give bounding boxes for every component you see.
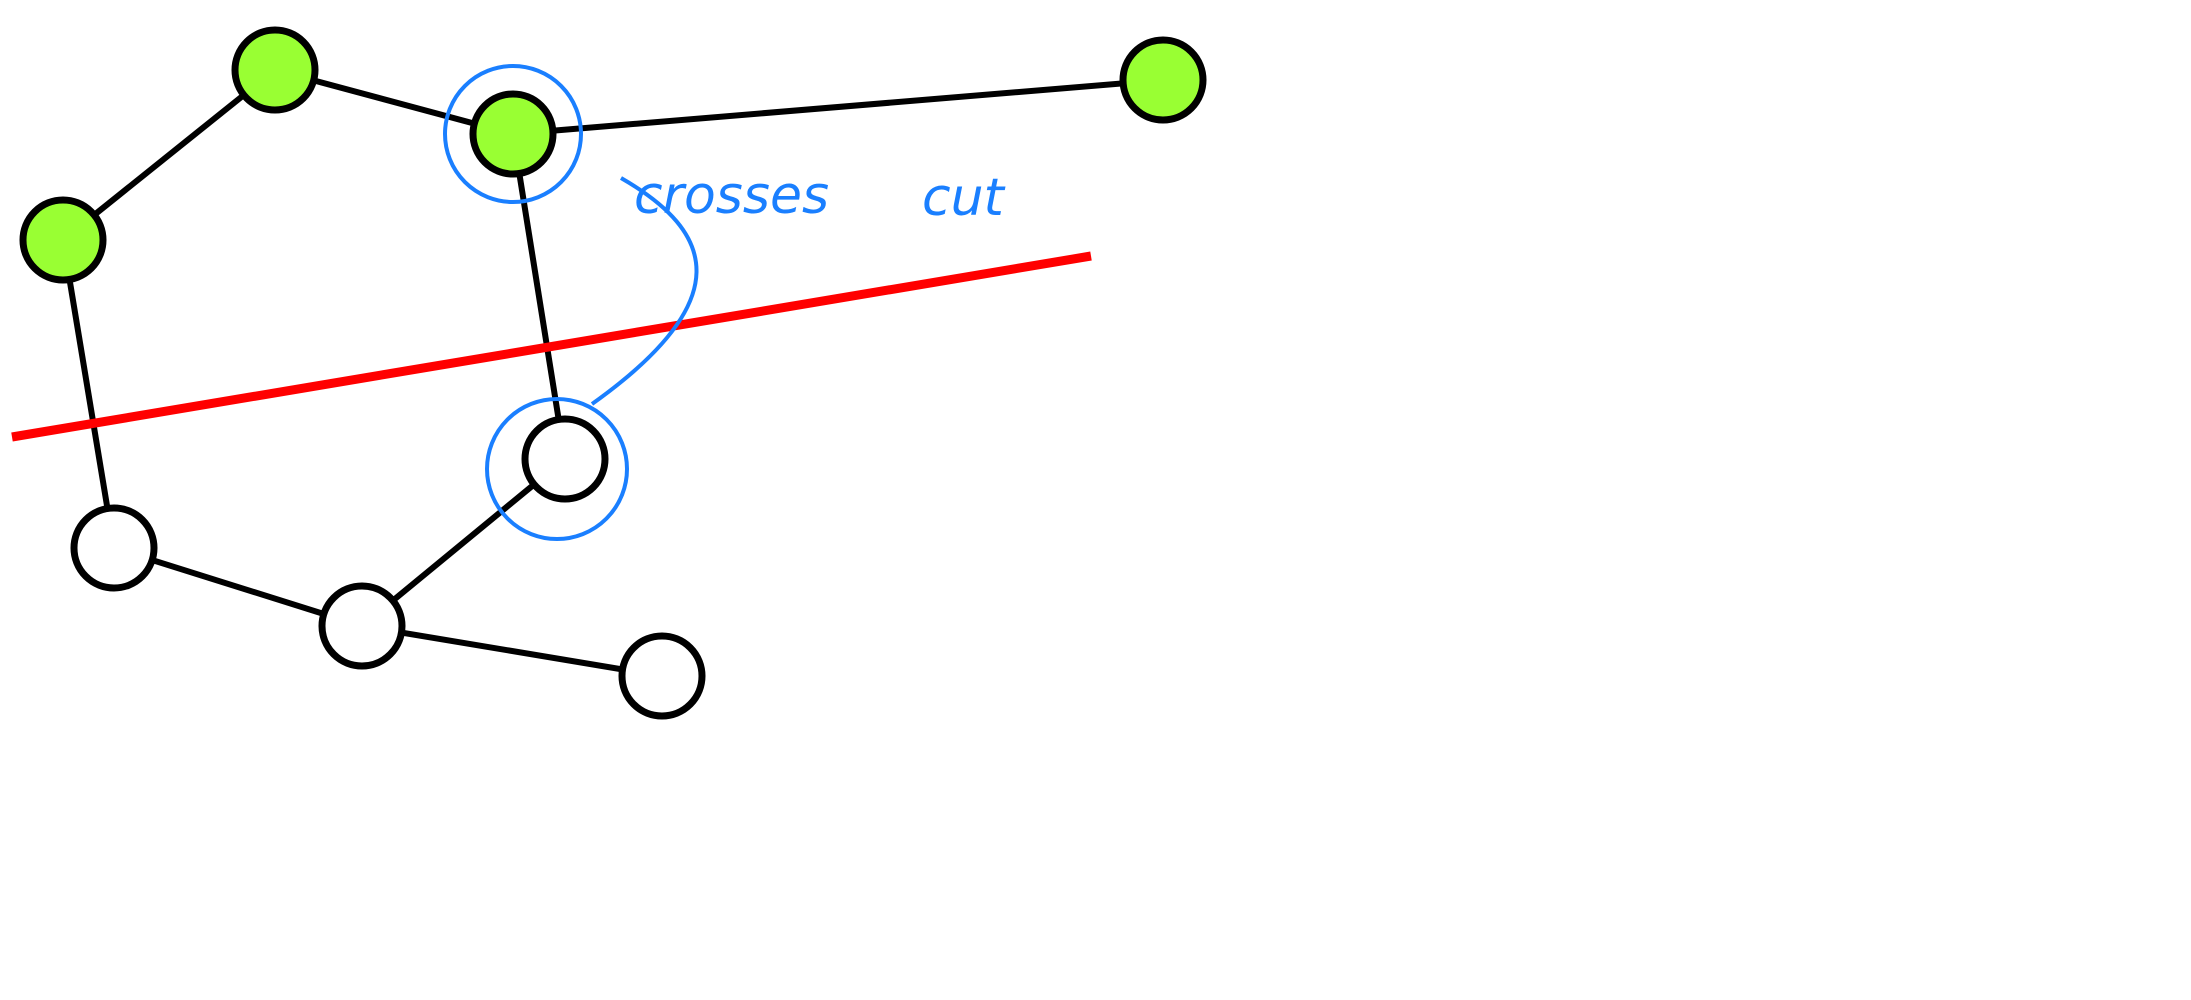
node-b [231, 26, 319, 114]
edge-g-h [361, 623, 663, 679]
node-d [1119, 36, 1207, 124]
highlight-circle-top [443, 64, 583, 204]
node-g [318, 582, 406, 670]
node-e [521, 415, 609, 503]
node-a [19, 196, 107, 284]
highlight-circle-bottom [485, 397, 629, 541]
node-f [70, 504, 158, 592]
crosses-label: crosses [634, 166, 829, 226]
crossing-connector-curve [590, 176, 699, 406]
edge-c-d [512, 77, 1164, 137]
node-h [618, 632, 706, 720]
edge-a-f [60, 239, 117, 549]
edge-g-e [360, 456, 567, 629]
edge-c-e [510, 133, 568, 460]
cut-line [11, 251, 1092, 442]
cut-label: cut [922, 168, 1006, 228]
node-c [469, 90, 557, 178]
edge-a-b [61, 67, 277, 243]
